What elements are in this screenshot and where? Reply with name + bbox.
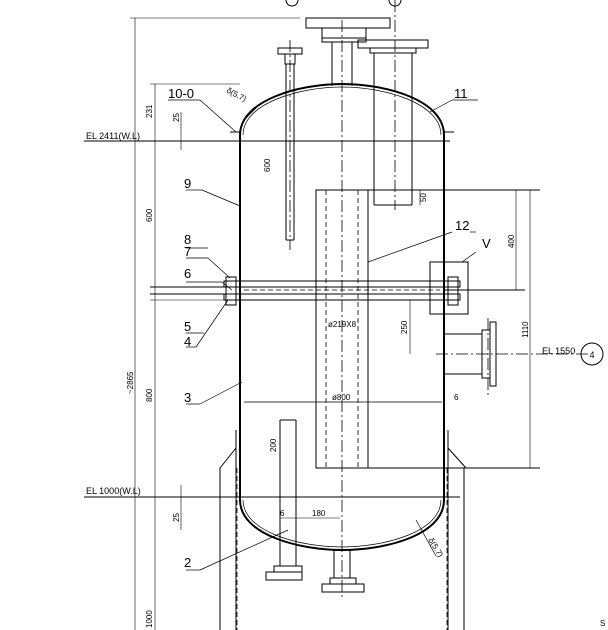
dim-2865: ~2865 (126, 371, 135, 394)
dim-231: 231 (145, 104, 154, 118)
right-dimensions (280, 190, 531, 519)
dim-thickness-bottom: δ(5.7) (426, 536, 445, 559)
bottom-internal-pipe (265, 419, 365, 593)
left-dimensions (130, 17, 300, 630)
dim-25-top: 25 (172, 113, 181, 122)
dim-400: 400 (507, 234, 516, 248)
central-tube (315, 189, 369, 469)
part-label-10: 10-0 (168, 86, 194, 101)
corner-mark: S (600, 619, 605, 628)
body-flange (150, 276, 461, 306)
side-nozzle-v (429, 250, 469, 320)
part-label-12: 12 (455, 218, 469, 233)
top-nozzles (277, 0, 429, 241)
dim-250: 250 (400, 320, 409, 334)
dim-800: 800 (145, 388, 154, 402)
elevation-nozzle: EL 1550 (542, 346, 575, 356)
dim-dia-800: ø800 (332, 393, 351, 402)
part-label-v: V (482, 236, 491, 251)
part-label-11: 11 (454, 86, 468, 101)
part-label-8: 8 (184, 232, 191, 247)
side-nozzle-4 (436, 318, 590, 396)
center-lines (289, 0, 396, 600)
leader-lines (168, 99, 478, 571)
part-label-6: 6 (184, 266, 191, 281)
dim-600-pipe: 600 (263, 158, 272, 172)
dim-1110: 1110 (521, 321, 530, 338)
part-label-2: 2 (184, 555, 191, 570)
support-skirt (219, 430, 467, 630)
part-label-9: 9 (184, 176, 191, 191)
part-label-4: 4 (184, 334, 191, 349)
dim-1000: 1000 (145, 610, 154, 628)
part-label-3: 3 (184, 390, 191, 405)
dim-200: 200 (269, 438, 278, 452)
dim-6-shell: 6 (454, 393, 459, 402)
dim-thickness-top: δ(5.7) (225, 86, 248, 104)
callout-circle (580, 342, 604, 366)
dim-25-bottom: 25 (172, 513, 181, 522)
elevation-top: EL 2411(W.L) (86, 131, 140, 141)
dim-dia-219: ø219X8 (328, 320, 357, 329)
dim-6-bottom: 6 (280, 509, 285, 518)
dim-50: 50 (419, 193, 428, 202)
dim-180: 180 (312, 509, 326, 518)
elevation-bottom: EL 1000(W.L) (86, 486, 141, 496)
level-lines (84, 140, 540, 498)
part-label-5: 5 (184, 319, 191, 334)
callout-number: 4 (589, 350, 594, 360)
part-label-7: 7 (184, 244, 191, 259)
dim-600-left: 600 (145, 208, 154, 222)
